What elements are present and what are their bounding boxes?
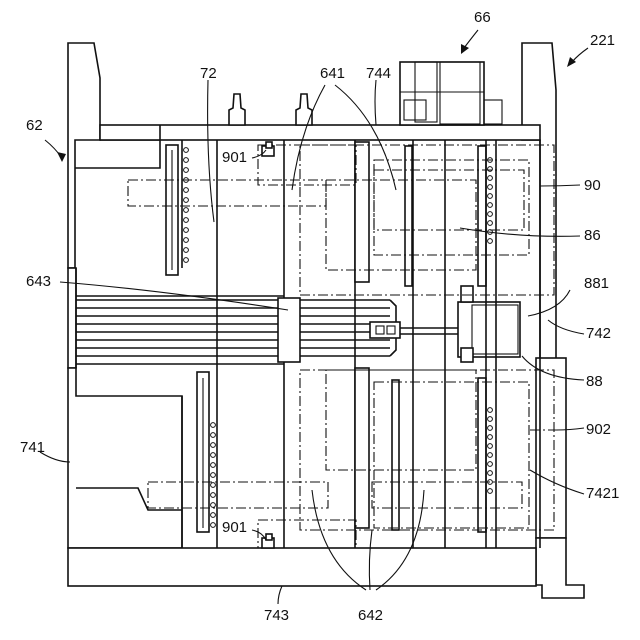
label-88: 88 (586, 373, 603, 390)
guide-rails (166, 140, 496, 548)
label-743: 743 (264, 607, 289, 624)
roller-circle (488, 462, 493, 467)
arm-stack (76, 268, 400, 368)
label-643: 643 (26, 273, 51, 290)
roller-circle (184, 238, 189, 243)
label-221: 221 (590, 32, 615, 49)
top-fittings (229, 94, 312, 125)
roller-circle (211, 493, 216, 498)
label-902: 902 (586, 421, 611, 438)
roller-circle (488, 176, 493, 181)
roller-circle (184, 218, 189, 223)
roller-circle (488, 444, 493, 449)
roller-circle (184, 148, 189, 153)
label-86: 86 (584, 227, 601, 244)
roller-circle (211, 433, 216, 438)
roller-circle (211, 473, 216, 478)
roller-circle (488, 194, 493, 199)
roller-circle (211, 513, 216, 518)
roller-circle (488, 167, 493, 172)
label-901-upper: 901 (222, 149, 247, 166)
label-641: 641 (320, 65, 345, 82)
roller-circle (488, 489, 493, 494)
label-7421: 7421 (586, 485, 619, 502)
roller-circle (488, 453, 493, 458)
drive-block (400, 286, 520, 362)
roller-circle (184, 258, 189, 263)
label-744: 744 (366, 65, 391, 82)
roller-circle (488, 426, 493, 431)
label-642: 642 (358, 607, 383, 624)
roller-circle (488, 239, 493, 244)
roller-circle (184, 168, 189, 173)
roller-circle (184, 228, 189, 233)
roller-circle (184, 208, 189, 213)
roller-circle (184, 158, 189, 163)
roller-circle (488, 221, 493, 226)
bottom-base (68, 548, 536, 586)
roller-circle (211, 523, 216, 528)
top-rail (100, 125, 540, 140)
roller-circle (184, 188, 189, 193)
label-72: 72 (200, 65, 217, 82)
label-66: 66 (474, 9, 491, 26)
roller-circle (211, 483, 216, 488)
roller-circle (211, 453, 216, 458)
roller-circle (211, 423, 216, 428)
label-742: 742 (586, 325, 611, 342)
roller-circle (488, 417, 493, 422)
label-901-lower: 901 (222, 519, 247, 536)
label-90: 90 (584, 177, 601, 194)
roller-circle (184, 198, 189, 203)
label-741: 741 (20, 439, 45, 456)
roller-circle (211, 443, 216, 448)
label-881: 881 (584, 275, 609, 292)
roller-circle (211, 463, 216, 468)
label-62: 62 (26, 117, 43, 134)
roller-circle (184, 248, 189, 253)
roller-circle (488, 435, 493, 440)
motor-unit (400, 62, 502, 125)
roller-circle (211, 503, 216, 508)
roller-circle (488, 471, 493, 476)
roller-circle (488, 212, 493, 217)
roller-circle (488, 408, 493, 413)
roller-circle (488, 185, 493, 190)
bracket-901 (262, 142, 274, 548)
roller-circle (488, 203, 493, 208)
